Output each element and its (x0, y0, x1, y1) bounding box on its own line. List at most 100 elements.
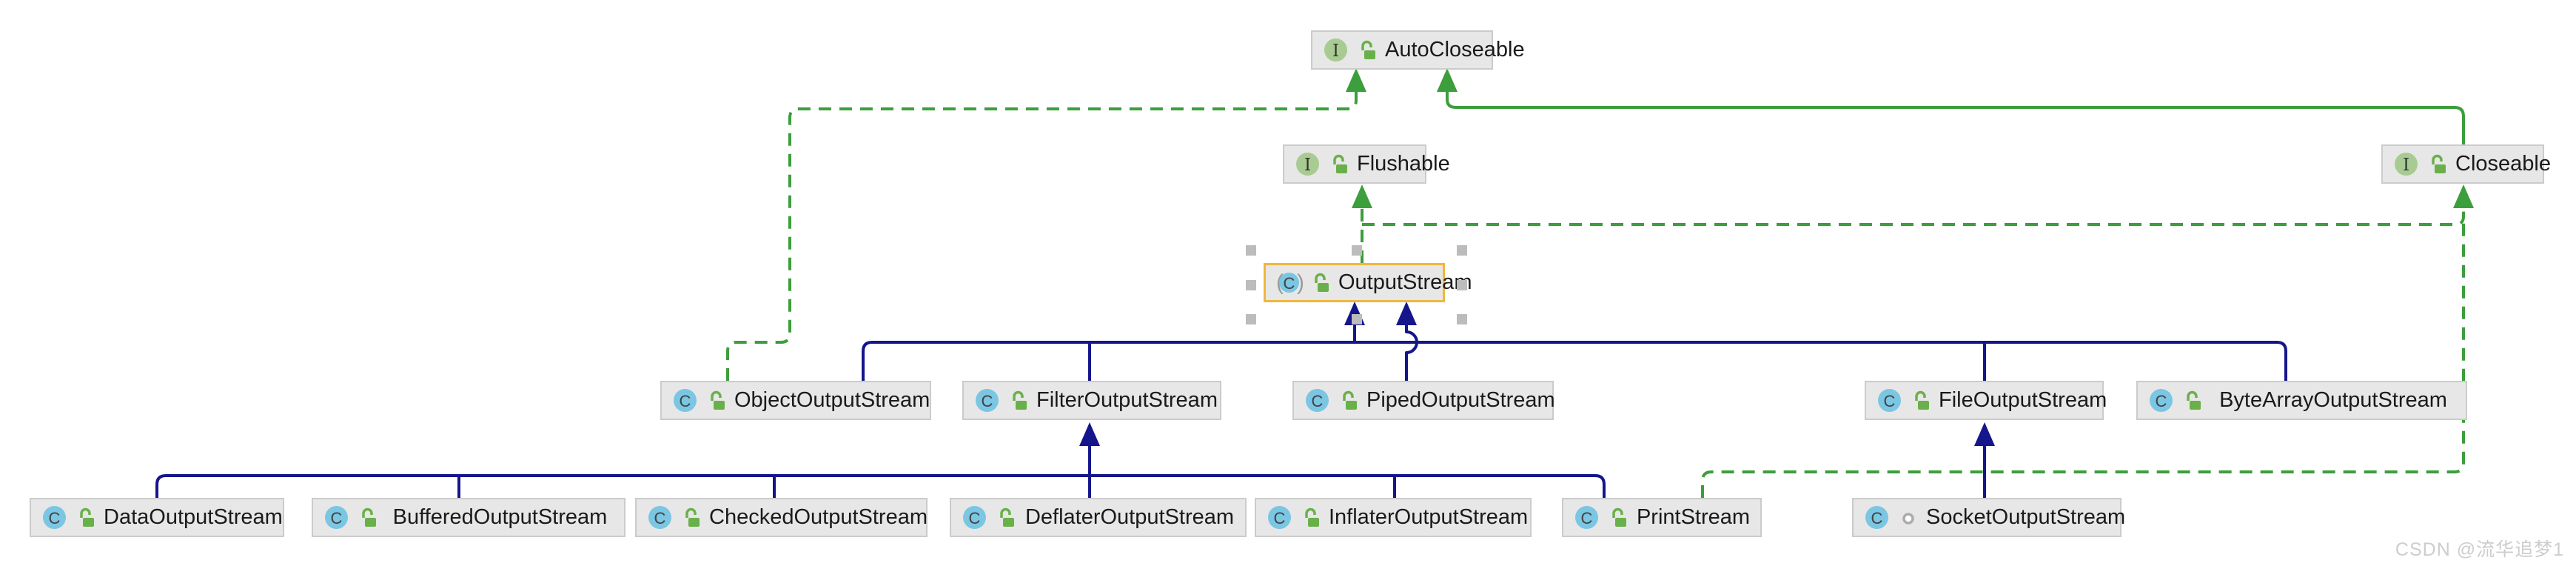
edge-outputstream-implements-closeable (1362, 209, 2465, 226)
selection-handle[interactable] (1246, 279, 1256, 290)
class-icon: C (648, 506, 671, 529)
edge-extends-bus-row2 (862, 341, 2287, 381)
class-node-file-output-stream[interactable]: C FileOutputStream (1865, 381, 2107, 420)
interface-icon: I (1296, 153, 1319, 176)
public-unlocked-icon (711, 390, 725, 410)
class-node-data-output-stream[interactable]: C DataOutputStream (30, 498, 284, 537)
selection-handle[interactable] (1246, 245, 1256, 256)
class-node-byte-array-output-stream[interactable]: C ByteArrayOutputStream (2136, 381, 2467, 420)
arrowhead-piped-extends-outputstream (1396, 302, 1417, 325)
class-name-label: OutputStream (1338, 270, 1472, 294)
arrowhead-outputstream-implements-closeable (2453, 184, 2474, 208)
class-node-inflater-output-stream[interactable]: C InflaterOutputStream (1255, 498, 1532, 537)
svg-text:C: C (331, 509, 343, 527)
svg-text:C: C (982, 392, 993, 410)
public-unlocked-icon (1915, 390, 1929, 410)
svg-text:C: C (1312, 392, 1324, 410)
class-name-label: InflaterOutputStream (1329, 505, 1529, 529)
class-node-closeable[interactable]: I Closeable (2381, 144, 2551, 184)
class-icon: C (325, 506, 348, 529)
selection-handle[interactable] (1457, 245, 1467, 256)
public-unlocked-icon (2432, 154, 2446, 173)
selection-handle[interactable] (1351, 314, 1362, 324)
selection-handle[interactable] (1246, 314, 1256, 324)
class-icon: C (1865, 506, 1888, 529)
class-name-label: DeflaterOutputStream (1024, 505, 1235, 529)
class-icon: C (963, 506, 986, 529)
class-node-checked-output-stream[interactable]: C CheckedOutputStream (635, 498, 928, 537)
selection-handle[interactable] (1457, 314, 1467, 324)
public-unlocked-icon (80, 507, 94, 527)
svg-text:C: C (2156, 392, 2167, 410)
interface-icon: I (1324, 39, 1347, 61)
class-name-label: DataOutputStream (104, 505, 283, 529)
public-unlocked-icon (1343, 390, 1357, 410)
svg-text:C: C (680, 392, 691, 410)
arrowhead-object-implements-autocloseable (1346, 68, 1366, 92)
public-unlocked-icon (1333, 154, 1347, 173)
class-name-label: FileOutputStream (1939, 388, 2107, 412)
public-unlocked-icon (362, 507, 376, 527)
class-icon: C (976, 389, 999, 412)
svg-text:C: C (1284, 274, 1295, 293)
class-node-filter-output-stream[interactable]: C FilterOutputStream (962, 381, 1221, 420)
class-node-socket-output-stream[interactable]: C SocketOutputStream (1852, 498, 2125, 537)
svg-text:C: C (1884, 392, 1896, 410)
class-name-label: Closeable (2455, 152, 2551, 176)
class-name-label: PrintStream (1636, 505, 1751, 529)
svg-text:C: C (1274, 509, 1286, 527)
package-private-icon (1902, 512, 1914, 525)
public-unlocked-icon (1612, 507, 1626, 527)
public-unlocked-icon (685, 507, 700, 527)
public-unlocked-icon (1000, 507, 1014, 527)
svg-text:): ) (1297, 270, 1303, 295)
class-node-buffered-output-stream[interactable]: C BufferedOutputStream (312, 498, 625, 537)
svg-text:I: I (1304, 156, 1311, 175)
class-node-output-stream[interactable]: ()C OutputStream (1246, 245, 1472, 324)
svg-text:C: C (1871, 509, 1883, 527)
svg-text:I: I (2403, 156, 2409, 175)
edge-printstream-implements-closeable (1701, 222, 2465, 498)
public-unlocked-icon (2187, 390, 2201, 410)
arrowhead-outputstream-implements-flushable (1352, 184, 1372, 208)
arrowhead-socket-extends-file (1974, 422, 1995, 446)
arrowhead-deflater-extends-filter (1079, 422, 1100, 446)
svg-text:I: I (1332, 41, 1339, 61)
svg-text:C: C (1581, 509, 1593, 527)
class-icon: C (1575, 506, 1598, 529)
selection-handle[interactable] (1351, 245, 1362, 256)
edge-closeable-extends-autocloseable (1446, 92, 2465, 145)
class-node-flushable[interactable]: I Flushable (1283, 144, 1450, 184)
selection-handle[interactable] (1457, 279, 1467, 290)
class-icon: C (43, 506, 66, 529)
arrowhead-closeable-extends-autocloseable (1437, 68, 1458, 92)
class-name-label: BufferedOutputStream (392, 505, 608, 529)
abstract-class-icon: ()C (1276, 270, 1303, 295)
svg-text:C: C (969, 509, 981, 527)
class-name-label: Flushable (1357, 152, 1450, 176)
class-name-label: ObjectOutputStream (734, 388, 930, 412)
class-icon: C (2150, 389, 2173, 412)
public-unlocked-icon (1013, 390, 1027, 410)
class-node-piped-output-stream[interactable]: C PipedOutputStream (1292, 381, 1555, 420)
svg-text:C: C (654, 509, 666, 527)
class-icon: C (1268, 506, 1291, 529)
class-node-deflater-output-stream[interactable]: C DeflaterOutputStream (950, 498, 1247, 537)
edge-piped-extends-outputstream (1405, 324, 1418, 381)
interface-icon: I (2395, 153, 2418, 176)
class-name-label: CheckedOutputStream (709, 505, 928, 529)
public-unlocked-icon (1305, 507, 1319, 527)
class-icon: C (1878, 389, 1901, 412)
class-name-label: SocketOutputStream (1926, 505, 2126, 529)
class-node-print-stream[interactable]: C PrintStream (1562, 498, 1762, 537)
class-name-label: FilterOutputStream (1036, 388, 1218, 412)
class-node-object-output-stream[interactable]: C ObjectOutputStream (660, 381, 931, 420)
class-name-label: PipedOutputStream (1366, 388, 1555, 412)
class-name-label: ByteArrayOutputStream (2219, 388, 2447, 412)
csdn-watermark: CSDN @流华追梦1 (2395, 539, 2564, 560)
public-unlocked-icon (1315, 273, 1329, 292)
public-unlocked-icon (1361, 40, 1375, 59)
